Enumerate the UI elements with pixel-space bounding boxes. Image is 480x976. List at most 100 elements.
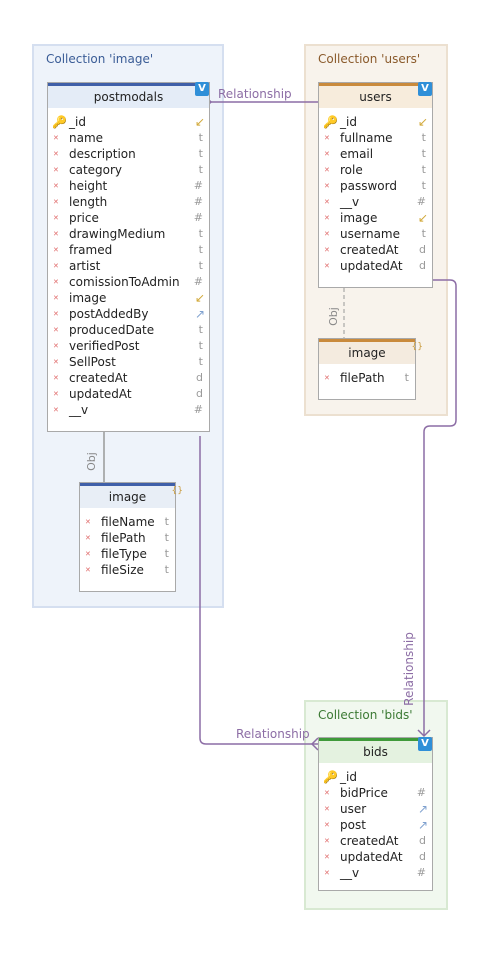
field-name: bidPrice <box>340 786 388 800</box>
required-marker-icon: ✕ <box>324 837 330 845</box>
field-row[interactable]: ✕length# <box>48 194 209 210</box>
required-marker-icon: ✕ <box>324 166 330 174</box>
field-name: updatedAt <box>69 387 132 401</box>
field-row[interactable]: 🔑_id↙ <box>319 114 432 130</box>
relationship-label: Relationship <box>236 727 310 741</box>
entity-header[interactable]: bids V <box>319 737 432 763</box>
field-type: t <box>198 147 203 160</box>
required-marker-icon: ✕ <box>324 214 330 222</box>
required-marker-icon: ✕ <box>85 534 91 542</box>
ref-icon: ↗ <box>417 802 428 816</box>
field-type: # <box>416 866 426 879</box>
arrow-head-icon <box>310 737 319 751</box>
required-marker-icon: ✕ <box>53 326 59 334</box>
field-name: __v <box>69 403 89 417</box>
field-row[interactable]: ✕comissionToAdmin# <box>48 274 209 290</box>
field-row[interactable]: 🔑_id↙ <box>48 114 209 130</box>
required-marker-icon: ✕ <box>53 390 59 398</box>
field-row[interactable]: ✕bidPrice# <box>319 785 432 801</box>
field-name: description <box>69 147 136 161</box>
field-row[interactable]: ✕ image ↙ <box>319 210 432 226</box>
field-type: d <box>419 259 426 272</box>
field-name: image <box>340 211 378 225</box>
entity-header[interactable]: image {} <box>80 483 183 508</box>
required-marker-icon: ✕ <box>53 198 59 206</box>
relationship-line-postmodals-bids <box>199 436 318 745</box>
required-marker-icon: ✕ <box>53 150 59 158</box>
field-row[interactable]: ✕price# <box>48 210 209 226</box>
entity-header[interactable]: image {} <box>319 339 423 364</box>
field-type: t <box>198 259 203 272</box>
pen-icon: ↙ <box>417 211 428 225</box>
required-marker-icon: ✕ <box>324 246 330 254</box>
field-name: email <box>340 147 374 161</box>
entity-header[interactable]: users V <box>319 82 432 108</box>
field-type: t <box>421 227 426 240</box>
field-row[interactable]: ✕__v# <box>319 194 432 210</box>
required-marker-icon: ✕ <box>85 518 91 526</box>
field-type: # <box>193 179 203 192</box>
field-type: d <box>419 243 426 256</box>
pen-icon: ↙ <box>417 115 428 129</box>
entity-title: postmodals <box>93 90 164 104</box>
required-marker-icon: ✕ <box>53 342 59 350</box>
entity-header[interactable]: postmodals V <box>48 82 209 108</box>
field-row[interactable]: ✕image↙ <box>48 290 209 306</box>
required-marker-icon: ✕ <box>85 566 91 574</box>
collection-title: Collection 'image' <box>46 52 154 66</box>
field-row[interactable]: 🔑_id <box>319 769 432 785</box>
field-row[interactable]: ✕height# <box>48 178 209 194</box>
field-type: # <box>416 195 426 208</box>
field-row[interactable]: ✕__v# <box>48 402 209 418</box>
field-name: length <box>69 195 108 209</box>
field-type: # <box>416 786 426 799</box>
field-row[interactable]: ✕postAddedBy↗ <box>48 306 209 322</box>
field-name: framed <box>69 243 113 257</box>
ref-icon: ↗ <box>417 818 428 832</box>
field-name: username <box>340 227 400 241</box>
field-row[interactable]: ✕ description t <box>48 146 209 162</box>
field-row[interactable]: ✕post↗ <box>319 817 432 833</box>
field-type: t <box>164 547 169 560</box>
field-name: postAddedBy <box>69 307 149 321</box>
field-row[interactable]: ✕user↗ <box>319 801 432 817</box>
required-marker-icon: ✕ <box>324 182 330 190</box>
entity-title: users <box>359 90 392 104</box>
field-row[interactable]: ✕__v# <box>319 865 432 881</box>
field-type: t <box>198 355 203 368</box>
field-name: SellPost <box>69 355 116 369</box>
required-marker-icon: ✕ <box>324 821 330 829</box>
entity-bids[interactable]: bids V 🔑_id ✕ bidPrice # ✕user↗✕post↗✕create… <box>318 737 433 891</box>
